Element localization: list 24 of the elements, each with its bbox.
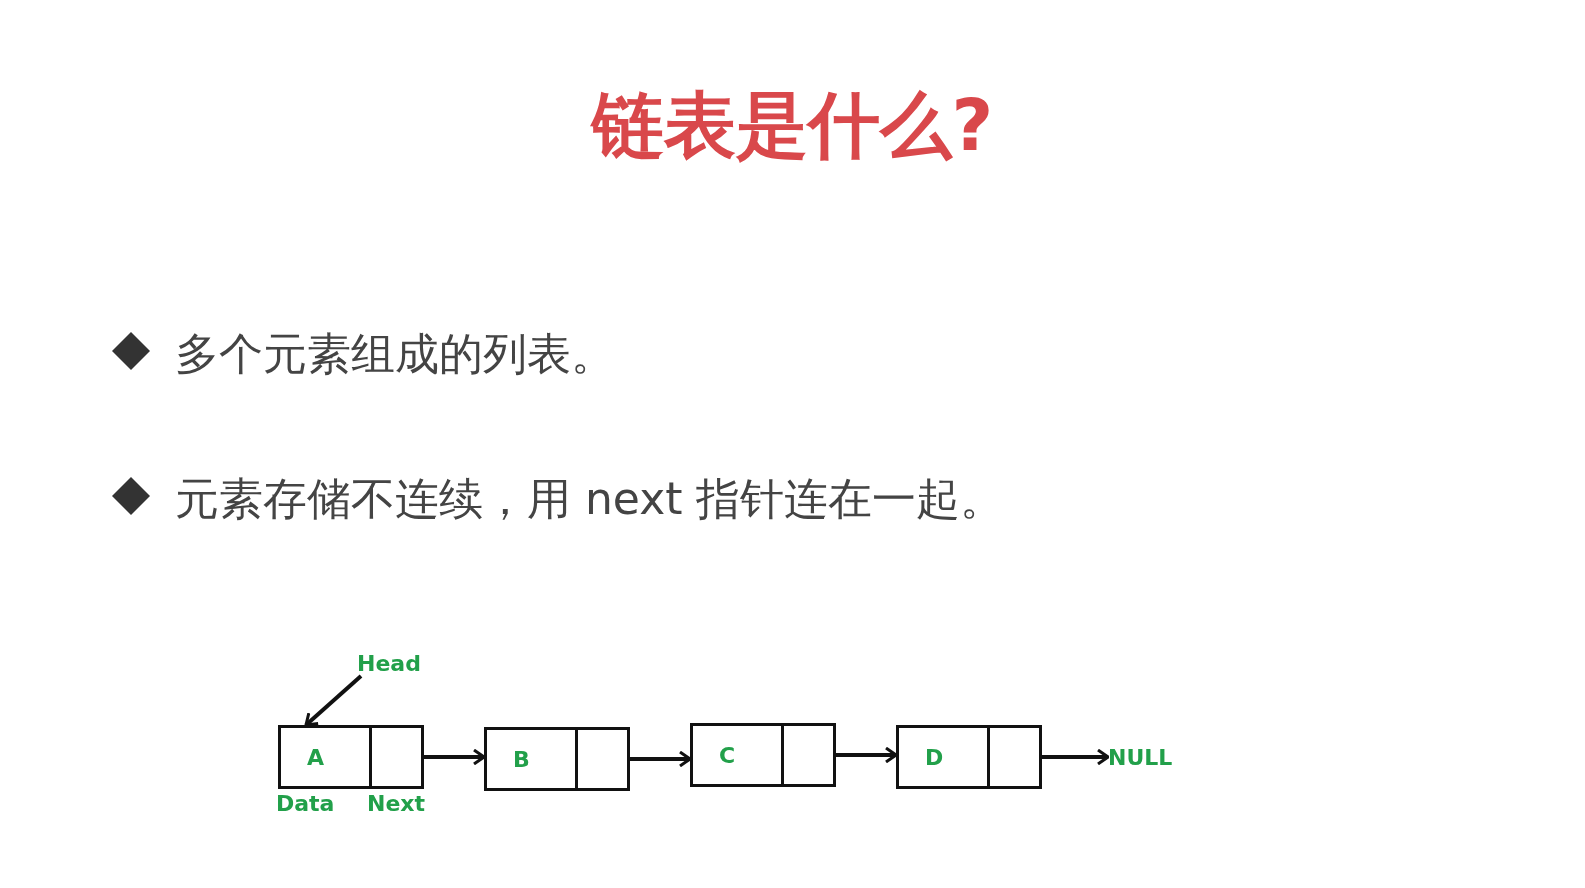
data-cell [896, 725, 990, 789]
pointer-label: Head [357, 648, 423, 678]
pointer-label: NULL [1108, 742, 1176, 772]
data-cell [484, 727, 578, 791]
pointer-cell [781, 723, 836, 787]
pointer-cell [987, 725, 1042, 789]
slide-title: 链表是什么? [589, 82, 995, 169]
node-value: D [925, 744, 944, 770]
bullet-text: 元素存储不连续，用 next 指针连在一起。 [175, 472, 1005, 526]
node-value: C [719, 742, 736, 768]
pointer-cell [369, 725, 424, 789]
cell-caption: Next [367, 791, 426, 816]
data-cell [278, 725, 372, 789]
node-value: B [513, 746, 530, 772]
cell-caption: Data [276, 791, 335, 816]
data-cell [690, 723, 784, 787]
arrow [304, 674, 363, 727]
bullet-text: 多个元素组成的列表。 [175, 327, 615, 381]
arrow [836, 746, 898, 764]
pointer-cell [575, 727, 630, 791]
arrow [630, 750, 692, 768]
node-value: A [307, 744, 325, 770]
arrow [1042, 748, 1110, 766]
arrow [424, 748, 486, 766]
